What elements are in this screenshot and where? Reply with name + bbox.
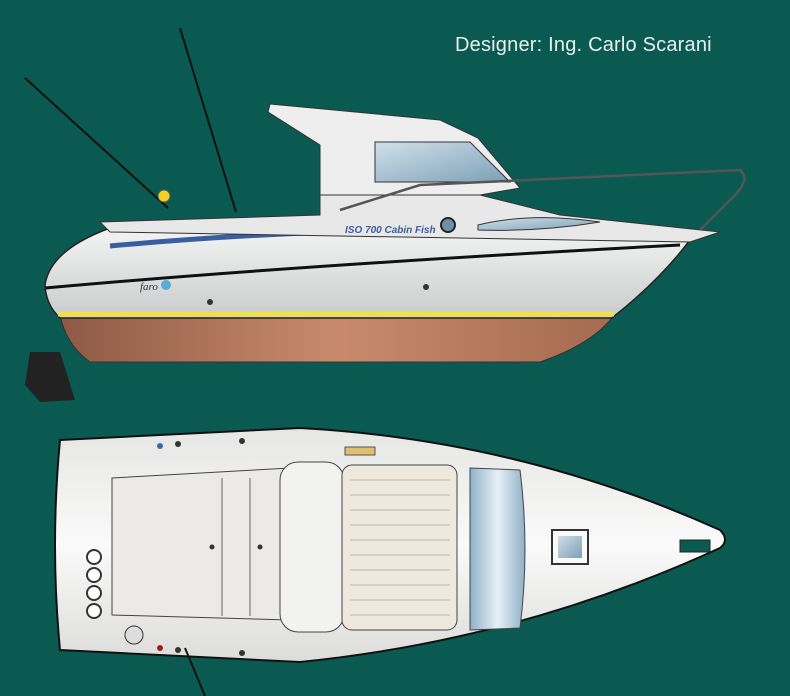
helm-seat — [279, 461, 345, 633]
rod-holders — [86, 549, 102, 619]
side-view: ISO 700 Cabin Fish faro — [24, 27, 746, 402]
anchor-fitting — [679, 539, 711, 553]
windscreen — [469, 467, 526, 631]
hull-topsides — [44, 227, 692, 319]
cabin-window — [374, 141, 512, 183]
designer-caption: Designer: Ing. Carlo Scarani — [455, 34, 712, 56]
fishing-rod — [184, 647, 206, 696]
sunpad — [341, 464, 458, 631]
outboard-motor — [25, 352, 75, 402]
top-view — [54, 426, 726, 696]
porthole — [440, 217, 456, 233]
light-icon — [157, 189, 171, 203]
deck — [98, 194, 721, 243]
bow-rail — [339, 168, 746, 231]
fishing-rod — [24, 77, 169, 209]
brand-logo: faro — [140, 281, 158, 293]
hull-bottom — [59, 314, 614, 363]
rub-rail — [44, 243, 681, 290]
model-label: ISO 700 Cabin Fish — [345, 225, 436, 236]
fishing-rod — [179, 27, 237, 213]
cockpit-floor — [111, 467, 291, 621]
hull-window — [477, 217, 601, 231]
